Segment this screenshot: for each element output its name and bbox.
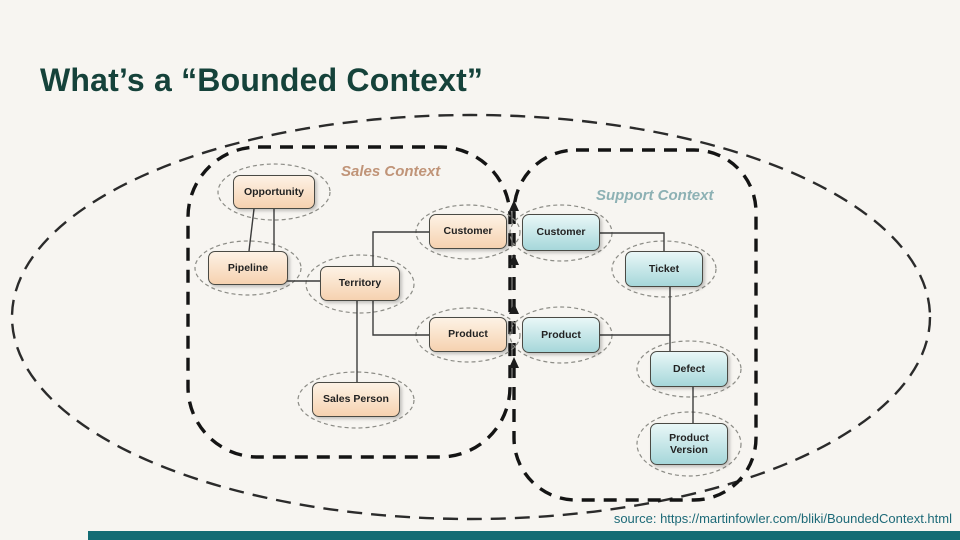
node-pipeline: Pipeline: [208, 251, 288, 285]
support-context-label: Support Context: [596, 187, 714, 204]
node-defect: Defect: [650, 351, 728, 387]
node-product-sales: Product: [429, 317, 507, 352]
node-customer-support: Customer: [522, 214, 600, 251]
node-ticket: Ticket: [625, 251, 703, 287]
node-opportunity: Opportunity: [233, 175, 315, 209]
sales-context-label: Sales Context: [341, 163, 441, 180]
flow-arrows: [509, 200, 519, 368]
source-link[interactable]: https://martinfowler.com/bliki/BoundedCo…: [660, 511, 952, 526]
source-label: source:: [613, 511, 657, 526]
footer-accent-bar: [88, 531, 960, 540]
node-sales-person: Sales Person: [312, 382, 400, 417]
support-context-boundary: [512, 148, 758, 502]
source-line: source: https://martinfowler.com/bliki/B…: [614, 511, 952, 526]
sales-context-boundary: [186, 145, 512, 459]
node-customer-sales: Customer: [429, 214, 507, 249]
outer-domain-ellipse: [10, 113, 932, 521]
page-title: What’s a “Bounded Context”: [40, 62, 484, 98]
node-product-support: Product: [522, 317, 600, 353]
node-territory: Territory: [320, 266, 400, 301]
node-product-version: Product Version: [650, 423, 728, 465]
